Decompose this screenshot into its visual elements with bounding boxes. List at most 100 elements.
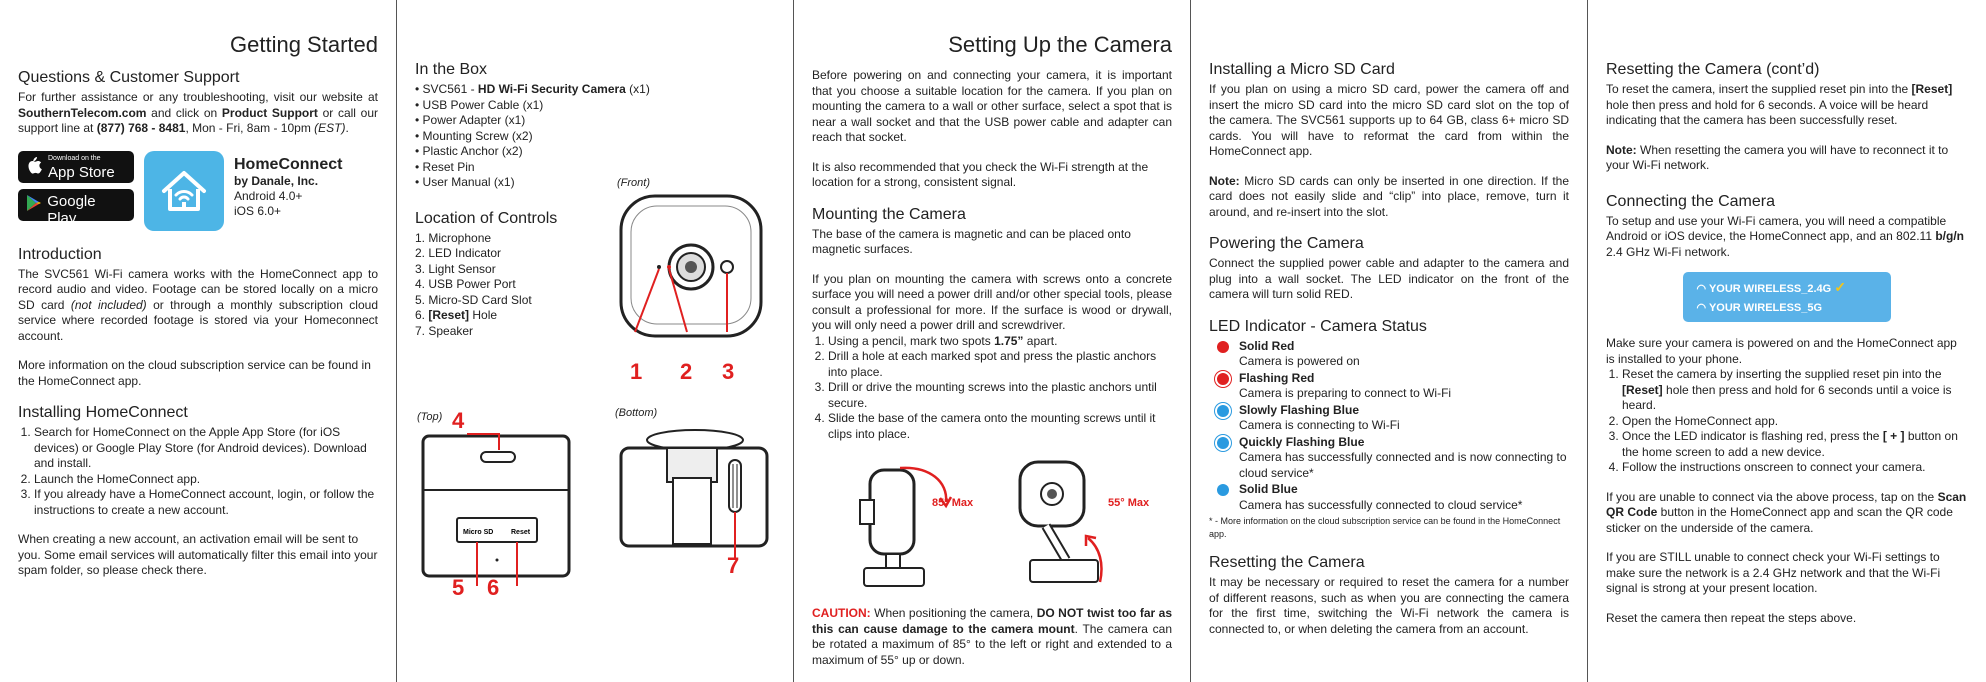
list-item: Reset Pin [415, 160, 775, 176]
sd-heading: Installing a Micro SD Card [1209, 61, 1395, 78]
list-item: SVC561 - HD Wi-Fi Security Camera (x1) [415, 82, 775, 98]
wifi-icon: ◠ [1696, 302, 1707, 314]
marker-6: 6 [487, 575, 500, 600]
mount-magnetic: The base of the camera is magnetic and c… [812, 226, 1131, 257]
camera-tilt-illustration [1018, 460, 1103, 583]
list-item: 1. Microphone [415, 230, 492, 245]
list-item: Launch the HomeConnect app. [34, 472, 378, 488]
rotation-angle-label: 85° Max [932, 497, 974, 509]
list-item: 5. Micro-SD Card Slot [415, 292, 532, 307]
led-heading: LED Indicator - Camera Status [1209, 317, 1427, 335]
connect-heading: Connecting the Camera [1606, 192, 1775, 210]
camera-side-illustration [859, 466, 953, 587]
setup-wifi-note: It is also recommended that you check th… [812, 159, 1149, 190]
reset-slot-label: Reset [511, 529, 531, 536]
power-check: Make sure your camera is powered on and … [1606, 336, 1957, 366]
marker-2: 2 [680, 359, 693, 384]
sd-text: If you plan on using a micro SD card, po… [1209, 82, 1569, 158]
reset-note: Note: When resetting the camera you will… [1606, 142, 1949, 173]
list-item: Once the LED indicator is flashing red, … [1622, 429, 1967, 460]
reset-text: It may be necessary or required to reset… [1209, 575, 1569, 636]
mount-heading: Mounting the Camera [812, 205, 966, 223]
list-item: Search for HomeConnect on the Apple App … [34, 425, 378, 472]
controls-heading: Location of Controls [415, 209, 558, 227]
panel-box-controls: In the Box SVC561 - HD Wi-Fi Security Ca… [397, 0, 794, 682]
marker-4: 4 [452, 408, 465, 433]
list-item: If you already have a HomeConnect accoun… [34, 487, 378, 518]
checkmark-icon: ✓ [1834, 279, 1847, 295]
mount-steps: Using a pencil, mark two spots 1.75” apa… [812, 334, 1172, 443]
product-support-link[interactable]: Product Support [221, 105, 318, 120]
panel-sd-power-led: Installing a Micro SD Card If you plan o… [1191, 0, 1588, 682]
wifi-network-24g[interactable]: ◠ YOUR WIRELESS_2.4G ✓ [1696, 279, 1847, 295]
list-item: User Manual (x1) [415, 175, 775, 191]
camera-top-illustration: Micro SD Reset [421, 433, 571, 586]
install-steps: Search for HomeConnect on the Apple App … [18, 425, 378, 518]
apple-icon [26, 156, 48, 177]
list-item: Power Adapter (x1) [415, 113, 775, 129]
caption-top: (Top) [417, 411, 443, 423]
solid-red-led-icon [1217, 340, 1229, 353]
list-item: Reset the camera by inserting the suppli… [1622, 367, 1967, 414]
support-text: For further assistance or any troublesho… [18, 90, 378, 135]
box-list: SVC561 - HD Wi-Fi Security Camera (x1) U… [415, 82, 775, 191]
rotation-illustrations: 85° Max 55° Max [812, 456, 1172, 596]
list-item: 2. LED Indicator [415, 246, 502, 260]
panel-setting-up: Setting Up the Camera Before powering on… [794, 0, 1191, 682]
setup-intro: Before powering on and connecting your c… [812, 68, 1172, 144]
list-item: Drill a hole at each marked spot and pre… [828, 349, 1172, 380]
marker-7: 7 [727, 553, 740, 578]
support-heading: Questions & Customer Support [18, 69, 240, 86]
wifi-network-list: ◠ YOUR WIRELESS_2.4G ✓ ◠ YOUR WIRELESS_5… [1682, 272, 1891, 322]
solid-blue-led-icon [1217, 484, 1229, 496]
support-website-link[interactable]: SouthernTelecom.com [18, 105, 147, 120]
list-item: Slide the base of the camera onto the mo… [828, 411, 1172, 442]
sd-note: Note: Micro SD cards can only be inserte… [1209, 173, 1569, 219]
marker-5: 5 [452, 575, 465, 600]
footnote: * - More information on the cloud subscr… [1209, 516, 1561, 539]
marker-3: 3 [722, 359, 735, 384]
camera-front-illustration [619, 194, 763, 338]
connect-requirements: To setup and use your Wi-Fi camera, you … [1606, 213, 1964, 259]
reset-instructions: To reset the camera, insert the supplied… [1606, 82, 1953, 127]
list-item: USB Power Cable (x1) [415, 98, 775, 114]
wifi-icon: ◠ [1696, 283, 1707, 295]
list-item: 4. USB Power Port [415, 277, 516, 291]
reset-cont-heading: Resetting the Camera (cont’d) [1606, 61, 1820, 78]
wifi-network-5g[interactable]: ◠ YOUR WIRELESS_5G [1696, 302, 1823, 314]
google-play-icon [26, 194, 47, 215]
final-step: Reset the camera then repeat the steps a… [1606, 610, 1857, 625]
panel-title: Getting Started [230, 32, 378, 57]
caption-front: (Front) [617, 177, 650, 189]
app-info: HomeConnect by Danale, Inc. Android 4.0+… [234, 155, 343, 218]
intro-heading: Introduction [18, 245, 102, 263]
caution-text: CAUTION: When positioning the camera, DO… [812, 606, 1172, 667]
list-item: 6. [Reset] Hole [415, 308, 498, 322]
list-item: Using a pencil, mark two spots 1.75” apa… [828, 334, 1172, 350]
power-text: Connect the supplied power cable and ada… [1209, 256, 1569, 301]
homeconnect-logo-icon [144, 150, 224, 231]
micro-sd-slot-label: Micro SD [463, 529, 493, 536]
quick-flashing-blue-led-icon [1217, 436, 1229, 449]
list-item: Drill or drive the mounting screws into … [828, 380, 1172, 411]
connect-steps: Reset the camera by inserting the suppli… [1606, 367, 1967, 476]
intro-more: More information on the cloud subscripti… [18, 358, 371, 388]
still-unable: If you are STILL unable to connect check… [1606, 550, 1941, 595]
panel-reset-connect: Resetting the Camera (cont’d) To reset t… [1588, 0, 1985, 682]
power-heading: Powering the Camera [1209, 235, 1364, 252]
marker-1: 1 [630, 359, 643, 384]
reset-heading: Resetting the Camera [1209, 554, 1365, 571]
mount-tools: If you plan on mounting the camera with … [812, 271, 1172, 333]
install-note: When creating a new account, an activati… [18, 532, 378, 577]
list-item: 7. Speaker [415, 323, 474, 338]
controls-list: 1. Microphone 2. LED Indicator 3. Light … [415, 231, 775, 340]
slow-flashing-blue-led-icon [1217, 404, 1229, 417]
tilt-angle-label: 55° Max [1108, 497, 1150, 509]
